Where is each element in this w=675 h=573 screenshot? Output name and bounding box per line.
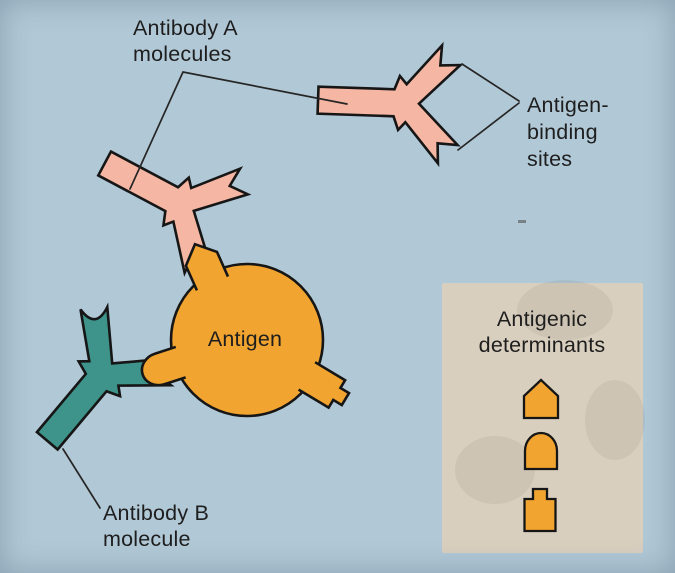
antibody-a-label-line1: Antibody A	[133, 16, 238, 40]
binding-sites-leader-line-upper	[461, 63, 520, 102]
antigen-notched-tab-determinant	[297, 361, 351, 410]
binding-sites-label-line2: binding	[527, 120, 598, 144]
antigen-body	[169, 262, 325, 418]
legend-title-line2: determinants	[479, 333, 606, 357]
dome-determinant-icon	[523, 431, 559, 471]
antibody-a-label-line2: molecules	[133, 42, 232, 66]
antigen-label: Antigen	[208, 327, 282, 351]
scan-smudge	[517, 280, 613, 340]
antigen-dome-determinant	[140, 345, 187, 387]
antigenic-determinants-legend: Antigenic determinants	[442, 280, 645, 553]
binding-sites-label-line3: sites	[527, 147, 572, 171]
antibody-b-leader-line	[62, 448, 101, 509]
antibody-a-leader-line	[129, 71, 348, 190]
antibody-b-label-line1: Antibody B	[103, 501, 209, 525]
stray-mark	[518, 220, 526, 223]
legend-title-line1: Antigenic	[497, 307, 587, 331]
antibody-b-label-line2: molecule	[103, 527, 191, 551]
pentagon-determinant-icon	[522, 378, 560, 420]
binding-sites-label-line1: Antigen-	[527, 93, 609, 117]
antigen-pentagon-determinant	[184, 242, 230, 291]
scan-smudge	[455, 436, 535, 504]
binding-sites-leader-line-lower	[457, 102, 520, 151]
notched-tab-determinant-icon	[523, 487, 557, 533]
scan-smudge	[585, 380, 645, 460]
